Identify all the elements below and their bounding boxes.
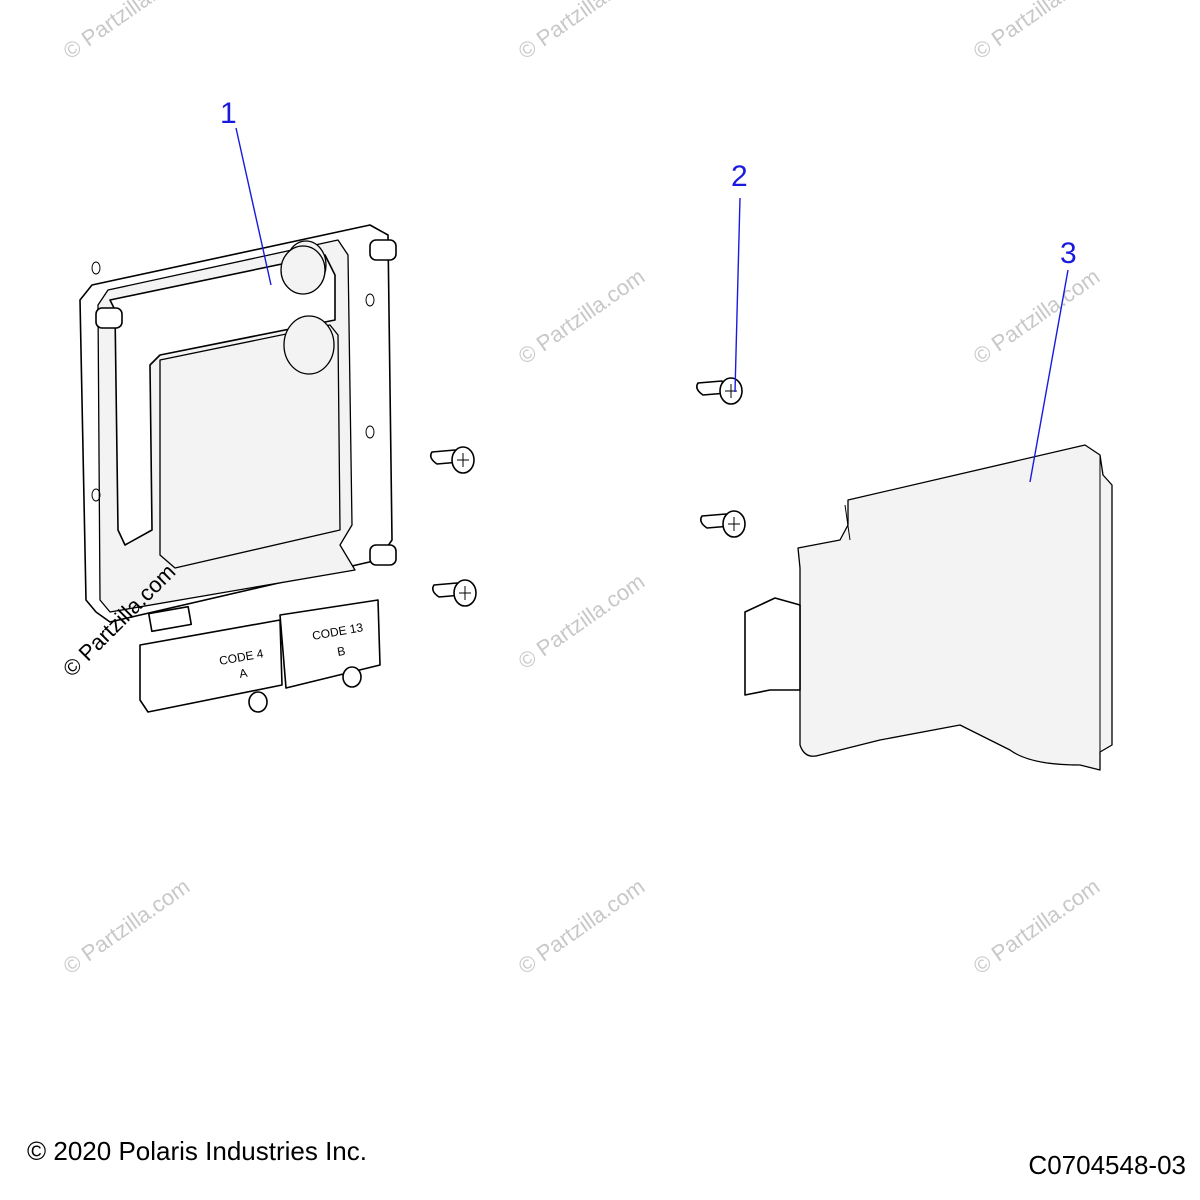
screw[interactable]	[430, 446, 475, 474]
callout-label-2: 2	[731, 160, 748, 193]
callout-label-1: 1	[220, 97, 237, 130]
copyright-notice: © 2020 Polaris Industries Inc.	[27, 1136, 367, 1166]
watermark: © Partzilla.com	[59, 874, 195, 980]
screw[interactable]	[432, 579, 477, 607]
watermark: © Partzilla.com	[59, 0, 195, 64]
watermark: © Partzilla.com	[514, 264, 650, 370]
watermark: © Partzilla.com	[969, 874, 1105, 980]
watermark: © Partzilla.com	[969, 0, 1105, 64]
part-cover-bracket[interactable]	[744, 444, 1113, 771]
watermark: © Partzilla.com	[514, 0, 650, 64]
watermark: © Partzilla.com	[514, 874, 650, 980]
connector-b-letter: B	[336, 644, 346, 659]
callout-3[interactable]: 3	[1029, 237, 1077, 483]
callout-2[interactable]: 2	[731, 160, 748, 393]
watermark: © Partzilla.com	[514, 569, 650, 675]
screw[interactable]	[696, 377, 743, 405]
callout-1[interactable]: 1	[220, 97, 272, 286]
screw-group[interactable]	[430, 377, 746, 607]
connector-a-letter: A	[238, 666, 248, 681]
part-ecu-module[interactable]: CODE 4 A CODE 13 B	[79, 224, 397, 713]
callout-label-3: 3	[1060, 237, 1077, 270]
screw[interactable]	[700, 510, 746, 538]
watermark: © Partzilla.com	[969, 264, 1105, 370]
diagram-code: C0704548-03	[1028, 1150, 1186, 1180]
